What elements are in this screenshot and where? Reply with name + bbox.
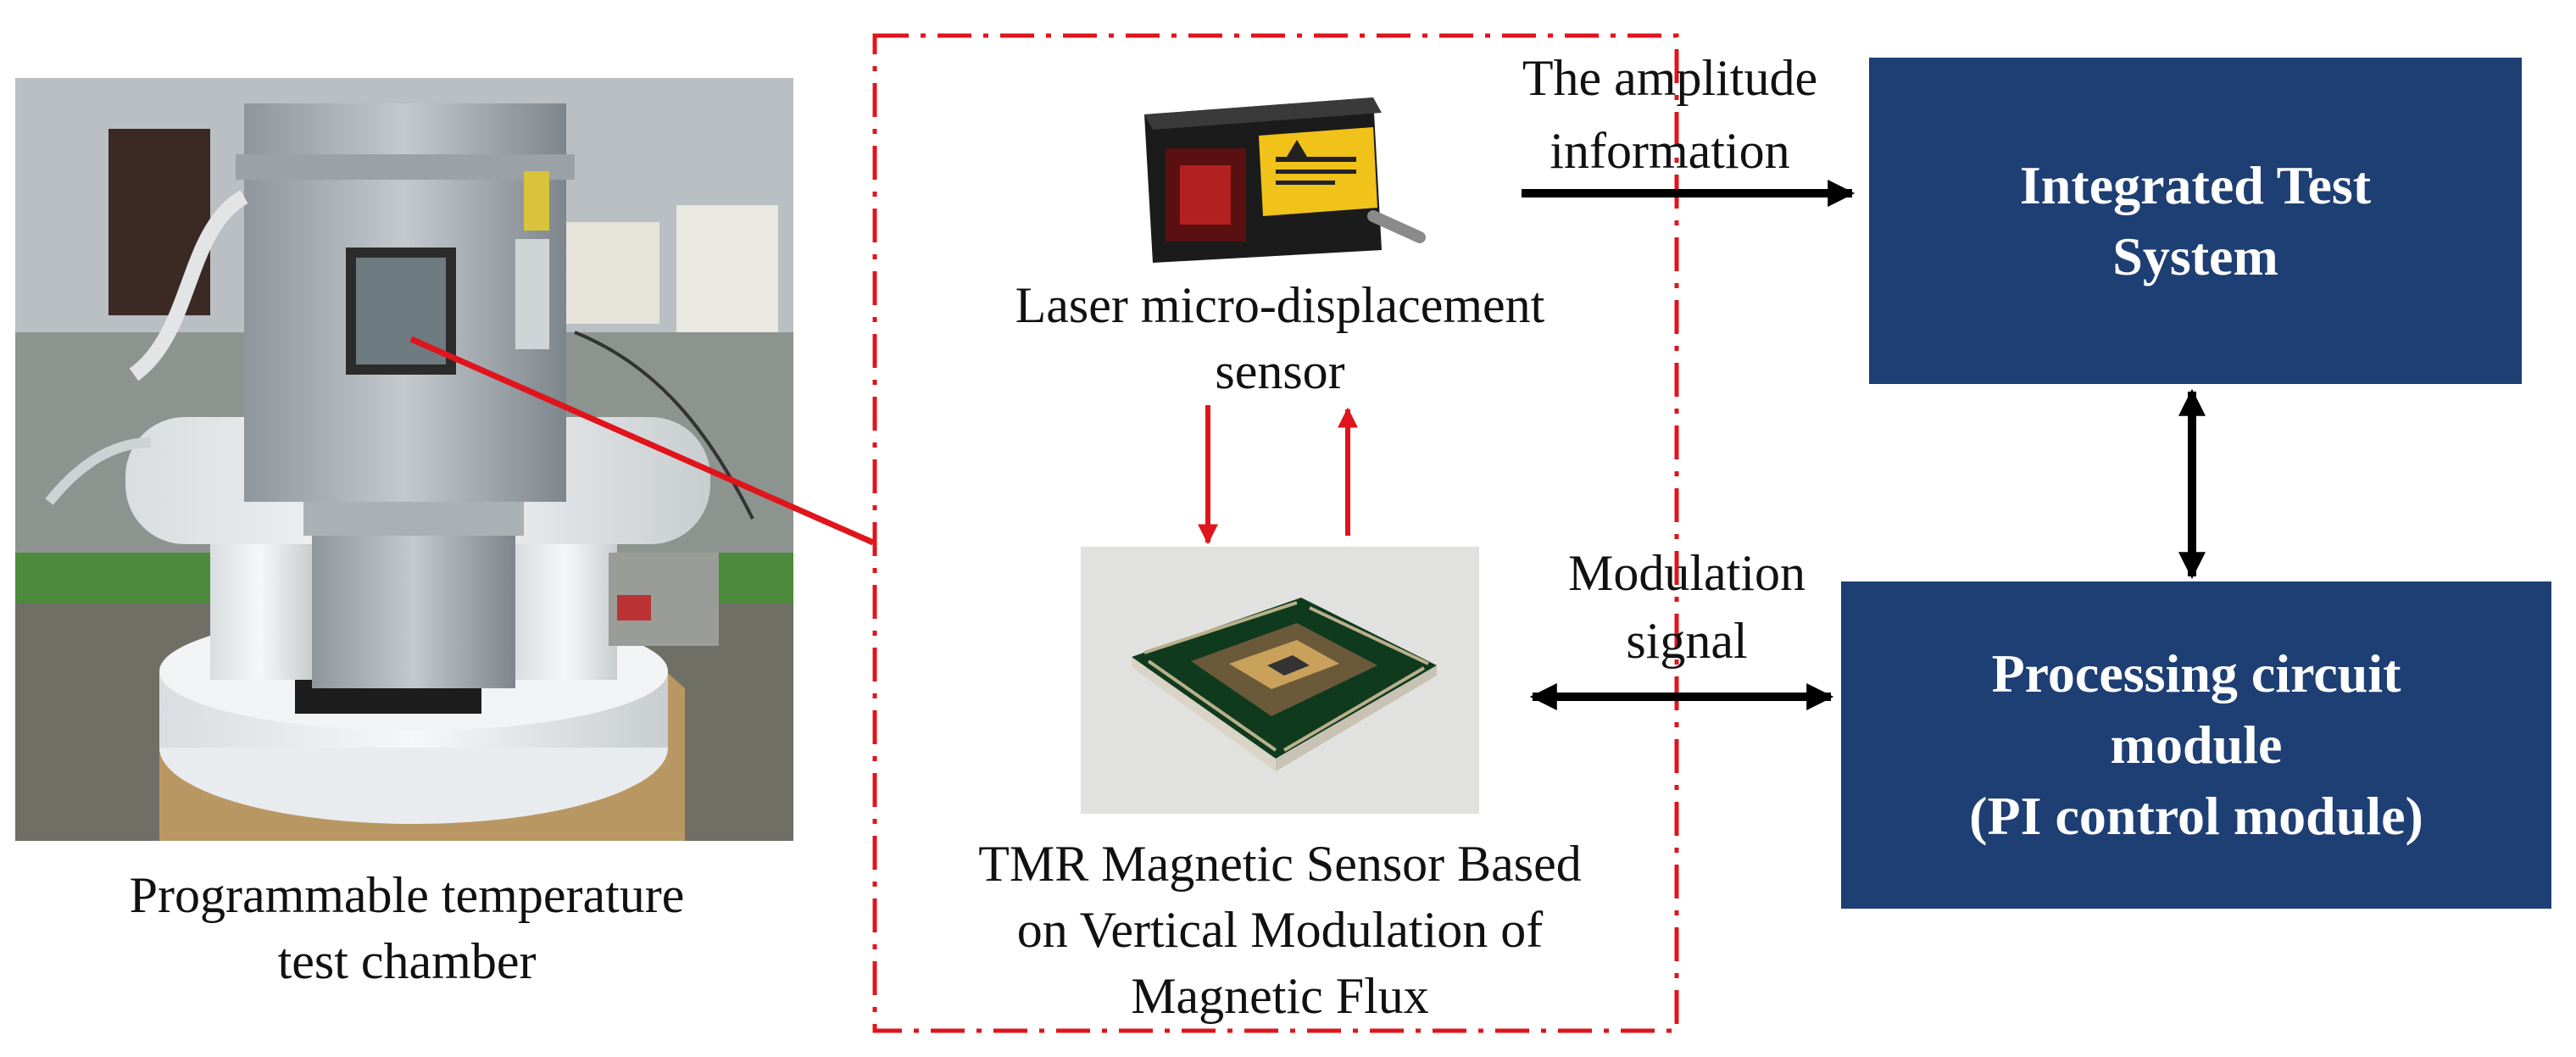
tmr-sensor-label-line1: TMR Magnetic Sensor Based: [978, 836, 1582, 892]
tmr-sensor-label-line2: on Vertical Modulation of: [1016, 902, 1544, 958]
laser-sensor-label-line2: sensor: [1215, 343, 1345, 399]
amplitude-label-line2: information: [1549, 123, 1790, 179]
integrated-block-line1: Integrated Test: [2019, 154, 2372, 215]
modulation-label-line1: Modulation: [1568, 545, 1805, 601]
chamber-caption-line1: Programmable temperature: [129, 867, 685, 923]
integrated-test-system-block: Integrated Test System: [1869, 58, 2522, 384]
tmr-sensor-label-line3: Magnetic Flux: [1131, 968, 1429, 1024]
amplitude-label-line1: The amplitude: [1522, 50, 1818, 106]
sensor-group-frame: [872, 33, 1679, 1033]
chamber-caption-line2: test chamber: [277, 933, 537, 989]
tmr-sensor-photo: [1081, 547, 1479, 814]
laser-sensor-label-line1: Laser micro-displacement: [1015, 277, 1545, 333]
integrated-block-line2: System: [2112, 225, 2278, 287]
test-chamber-photo: [15, 78, 793, 841]
modulation-label-line2: signal: [1626, 613, 1748, 669]
processing-block-line3: (PI control module): [1969, 786, 2423, 846]
processing-block-line1: Processing circuit: [1991, 643, 2401, 704]
processing-circuit-block: Processing circuit module (PI control mo…: [1841, 581, 2551, 909]
test-chamber-illustration: [15, 78, 793, 841]
laser-sensor-photo: [1127, 81, 1433, 275]
processing-block-line2: module: [2110, 715, 2283, 775]
